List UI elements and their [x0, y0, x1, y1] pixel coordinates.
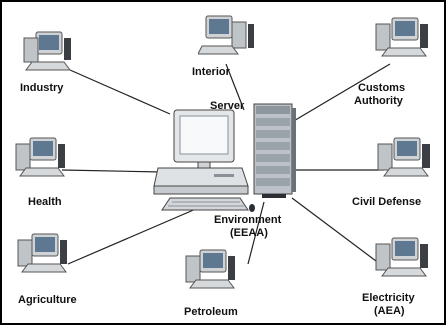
node-label-environment-line1: Environment — [214, 214, 282, 226]
agriculture-computer-icon — [17, 233, 67, 273]
node-label-customs-line2: Authority — [354, 95, 403, 107]
node-label-environment-line2: (EEAA) — [230, 227, 268, 239]
node-label-industry: Industry — [20, 82, 64, 94]
interior-computer-icon — [198, 15, 254, 55]
server-tower-icon — [253, 103, 296, 198]
electricity-computer-icon — [375, 237, 428, 277]
node-label-health: Health — [28, 196, 62, 208]
node-label-electricity-line1: Electricity — [362, 292, 415, 304]
environment-workstation-icon — [153, 109, 255, 212]
node-label-electricity-line2: (AEA) — [374, 305, 405, 317]
node-label-agriculture: Agriculture — [18, 294, 77, 306]
node-label-server: Server — [210, 100, 245, 112]
civil-defense-computer-icon — [377, 137, 430, 177]
node-label-civil-defense: Civil Defense — [352, 196, 422, 208]
petroleum-computer-icon — [185, 249, 235, 289]
node-label-customs-line1: Customs — [358, 82, 406, 94]
health-computer-icon — [15, 137, 65, 177]
node-label-interior: Interior — [192, 66, 230, 78]
customs-computer-icon — [375, 17, 428, 57]
node-label-petroleum: Petroleum — [184, 306, 238, 318]
industry-computer-icon — [23, 31, 71, 71]
